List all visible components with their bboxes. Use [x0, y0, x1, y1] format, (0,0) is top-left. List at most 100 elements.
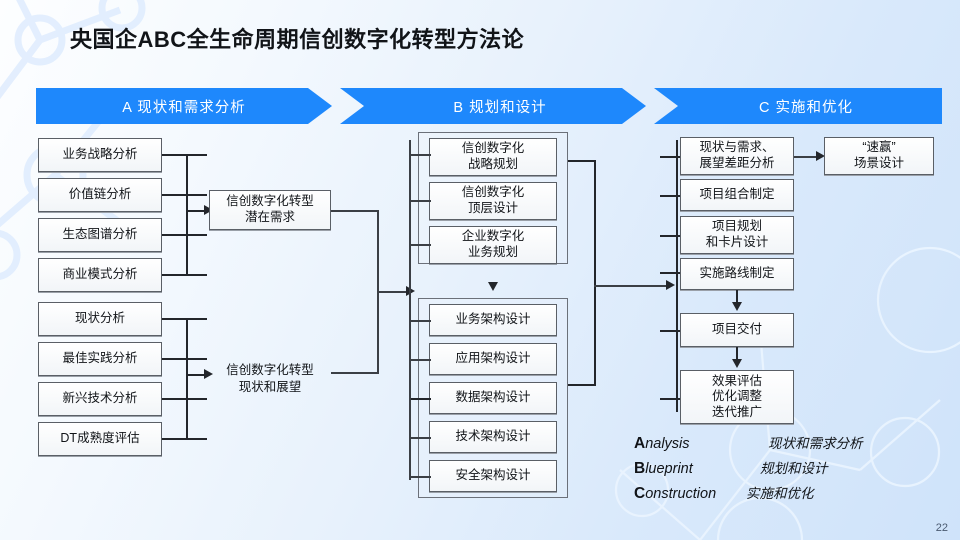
box-label: 现状分析: [74, 311, 125, 326]
phase-banner-b[interactable]: B 规划和设计: [340, 88, 646, 124]
box-label-line3: 迭代推广: [711, 404, 762, 419]
connector-line: [568, 384, 596, 386]
box-business-architecture-design[interactable]: 业务架构设计: [429, 304, 557, 336]
connector-line: [660, 272, 682, 274]
box-potential-demand[interactable]: 信创数字化转型 潜在需求: [209, 190, 331, 230]
connector-line: [409, 154, 431, 156]
box-emerging-tech-analysis[interactable]: 新兴技术分析: [38, 382, 162, 416]
box-business-strategy-analysis[interactable]: 业务战略分析: [38, 138, 162, 172]
box-gap-analysis[interactable]: 现状与需求、 展望差距分析: [680, 137, 794, 175]
legend-en-analysis: Analysis: [634, 435, 746, 453]
phase-banner-a-label: A 现状和需求分析: [122, 99, 246, 116]
box-label: 价值链分析: [68, 187, 132, 202]
arrow-icon: [732, 359, 742, 368]
connector-line: [377, 291, 409, 293]
connector-line: [162, 318, 207, 320]
box-project-portfolio[interactable]: 项目组合制定: [680, 179, 794, 211]
phase-banner-b-label: B 规划和设计: [453, 99, 547, 116]
box-label: 生态图谱分析: [62, 227, 138, 242]
box-label: 技术架构设计: [455, 429, 531, 444]
connector-line: [660, 156, 682, 158]
box-xinchuang-digital-top-design[interactable]: 信创数字化 顶层设计: [429, 182, 557, 220]
box-label-line2: 战略规划: [467, 157, 518, 171]
box-ecosystem-map-analysis[interactable]: 生态图谱分析: [38, 218, 162, 252]
label-current-state-outlook: 信创数字化转型 现状和展望: [209, 362, 331, 396]
connector-line: [409, 437, 431, 439]
box-quick-win-scenario-design[interactable]: “速赢” 场景设计: [824, 137, 934, 175]
arrow-icon: [666, 280, 675, 290]
box-current-state-analysis[interactable]: 现状分析: [38, 302, 162, 336]
legend-word: nalysis: [645, 436, 690, 452]
connector-line: [162, 274, 207, 276]
connector-line: [409, 200, 431, 202]
connector-line: [736, 290, 738, 304]
connector-line: [331, 210, 379, 212]
connector-line: [409, 244, 431, 246]
box-label-line1: 信创数字化转型: [226, 194, 314, 209]
arrow-icon: [488, 282, 498, 291]
connector-line: [660, 330, 682, 332]
phase-banner-c[interactable]: C 实施和优化: [654, 88, 942, 124]
box-project-delivery[interactable]: 项目交付: [680, 313, 794, 347]
box-data-architecture-design[interactable]: 数据架构设计: [429, 382, 557, 414]
arrow-icon: [816, 151, 825, 161]
box-evaluate-optimize-iterate[interactable]: 效果评估 优化调整 迭代推广: [680, 370, 794, 424]
connector-line: [162, 154, 207, 156]
connector-line: [568, 160, 596, 162]
box-label-line2: 顶层设计: [467, 201, 518, 215]
legend-row-analysis: Analysis 现状和需求分析: [634, 432, 863, 453]
box-label-line1: “速赢”: [862, 140, 896, 155]
box-implementation-roadmap[interactable]: 实施路线制定: [680, 258, 794, 290]
legend-initial: B: [634, 460, 646, 477]
connector-line: [162, 438, 207, 440]
label-line1: 信创数字化转型: [226, 363, 314, 377]
arrow-icon: [204, 369, 213, 379]
legend-word: onstruction: [645, 486, 717, 502]
connector-bus: [186, 154, 188, 276]
box-label-line2: 优化调整: [711, 389, 762, 404]
box-application-architecture-design[interactable]: 应用架构设计: [429, 343, 557, 375]
box-label-line2: 潜在需求: [244, 210, 295, 224]
box-best-practice-analysis[interactable]: 最佳实践分析: [38, 342, 162, 376]
legend-word: lueprint: [645, 461, 693, 477]
connector-bus: [594, 160, 596, 385]
connector-line: [736, 347, 738, 361]
box-label: 最佳实践分析: [62, 351, 138, 366]
box-label: 项目组合制定: [699, 187, 775, 202]
phase-banner-a[interactable]: A 现状和需求分析: [36, 88, 332, 124]
legend-initial: C: [634, 485, 646, 502]
connector-line: [660, 195, 682, 197]
box-label: 数据架构设计: [455, 390, 531, 405]
connector-line: [409, 320, 431, 322]
box-project-plan-card-design[interactable]: 项目规划 和卡片设计: [680, 216, 794, 254]
box-xinchuang-digital-strategy-planning[interactable]: 信创数字化 战略规划: [429, 138, 557, 176]
box-label: 应用架构设计: [455, 351, 531, 366]
box-label: 业务架构设计: [455, 312, 531, 327]
box-enterprise-digital-business-planning[interactable]: 企业数字化 业务规划: [429, 226, 557, 264]
box-technology-architecture-design[interactable]: 技术架构设计: [429, 421, 557, 453]
box-label: 业务战略分析: [62, 147, 138, 162]
connector-line: [186, 210, 206, 212]
box-security-architecture-design[interactable]: 安全架构设计: [429, 460, 557, 492]
connector-bus: [676, 140, 678, 412]
box-business-model-analysis[interactable]: 商业模式分析: [38, 258, 162, 292]
legend-row-construction: Construction 实施和优化: [634, 482, 863, 503]
box-label-line2: 展望差距分析: [699, 156, 775, 170]
connector-line: [409, 398, 431, 400]
connector-bus: [186, 318, 188, 440]
box-label: 实施路线制定: [699, 266, 775, 281]
box-label-line1: 信创数字化: [461, 141, 525, 156]
connector-line: [660, 398, 682, 400]
box-label-line1: 企业数字化: [461, 229, 525, 244]
box-value-chain-analysis[interactable]: 价值链分析: [38, 178, 162, 212]
box-label: 商业模式分析: [62, 267, 138, 282]
box-label: DT成熟度评估: [60, 431, 140, 446]
box-dt-maturity-assessment[interactable]: DT成熟度评估: [38, 422, 162, 456]
box-label-line2: 业务规划: [467, 245, 518, 259]
connector-line: [162, 358, 207, 360]
connector-line: [660, 235, 682, 237]
connector-line: [331, 372, 379, 374]
legend-initial: A: [634, 435, 646, 452]
box-label: 安全架构设计: [455, 468, 531, 483]
legend-cn-analysis: 现状和需求分析: [768, 436, 863, 451]
